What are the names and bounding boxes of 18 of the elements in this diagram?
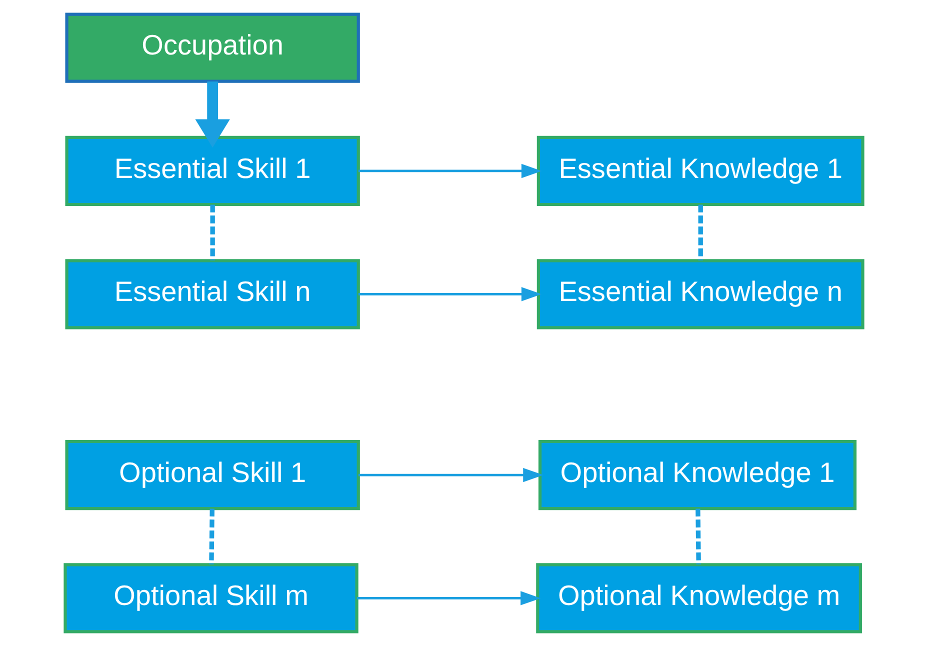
connector — [695, 508, 700, 564]
node-box: Optional Knowledge 1 — [538, 440, 856, 510]
connector — [208, 508, 214, 564]
arrow — [356, 591, 540, 606]
arrow — [358, 164, 542, 178]
arrow — [358, 287, 542, 302]
node-box: Essential Knowledge n — [536, 259, 864, 330]
node-box: Essential Knowledge 1 — [536, 136, 864, 206]
connector — [210, 204, 214, 260]
connector — [698, 204, 702, 260]
node-box: Optional Knowledge m — [536, 563, 862, 634]
node-box: Essential Skill n — [64, 259, 360, 330]
node-box: Essential Skill 1 — [64, 136, 360, 206]
arrow — [358, 468, 543, 482]
node-box: Occupation — [64, 12, 360, 83]
node-box: Optional Skill 1 — [64, 440, 360, 510]
arrow — [194, 82, 230, 148]
node-box: Optional Skill m — [63, 563, 358, 634]
